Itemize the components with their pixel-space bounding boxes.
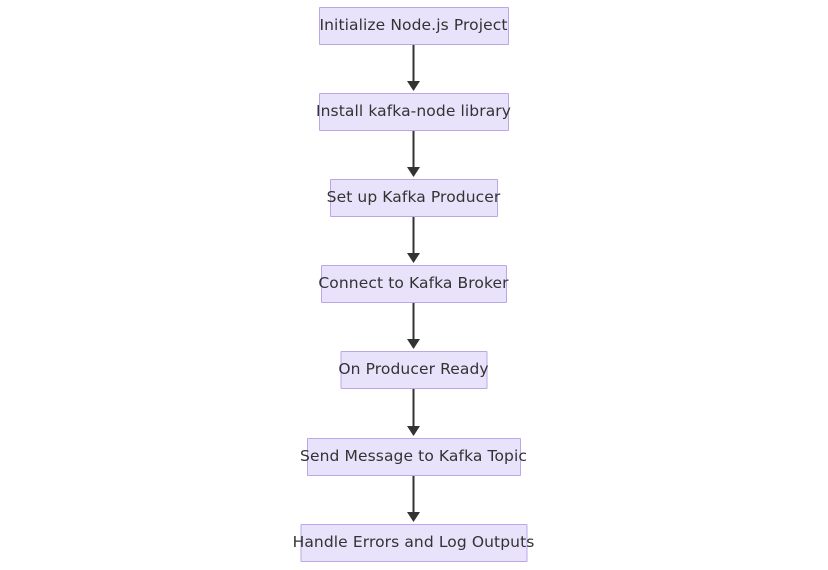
- edge-arrowhead: [407, 426, 420, 436]
- flow-node-label: Handle Errors and Log Outputs: [292, 533, 535, 552]
- flow-node-n6[interactable]: Send Message to Kafka Topic: [300, 438, 527, 476]
- flow-node-label: Connect to Kafka Broker: [318, 274, 509, 293]
- flow-node-n4[interactable]: Connect to Kafka Broker: [318, 265, 509, 303]
- flow-node-label: Install kafka-node library: [315, 102, 512, 121]
- flow-node-label: On Producer Ready: [338, 360, 489, 379]
- flow-node-n1[interactable]: Initialize Node.js Project: [318, 7, 509, 45]
- edge-arrowhead: [407, 81, 420, 91]
- flow-node-label: Set up Kafka Producer: [326, 188, 501, 207]
- edge-arrowhead: [407, 253, 420, 263]
- flow-node-n3[interactable]: Set up Kafka Producer: [326, 179, 501, 217]
- flow-node-n7[interactable]: Handle Errors and Log Outputs: [293, 524, 534, 562]
- edge-arrowhead: [407, 167, 420, 177]
- flow-node-n5[interactable]: On Producer Ready: [338, 351, 489, 389]
- flow-node-label: Send Message to Kafka Topic: [300, 447, 527, 466]
- flow-node-n2[interactable]: Install kafka-node library: [315, 93, 512, 131]
- flow-node-label: Initialize Node.js Project: [319, 16, 508, 35]
- edge-arrowhead: [407, 512, 420, 522]
- edge-arrowhead: [407, 339, 420, 349]
